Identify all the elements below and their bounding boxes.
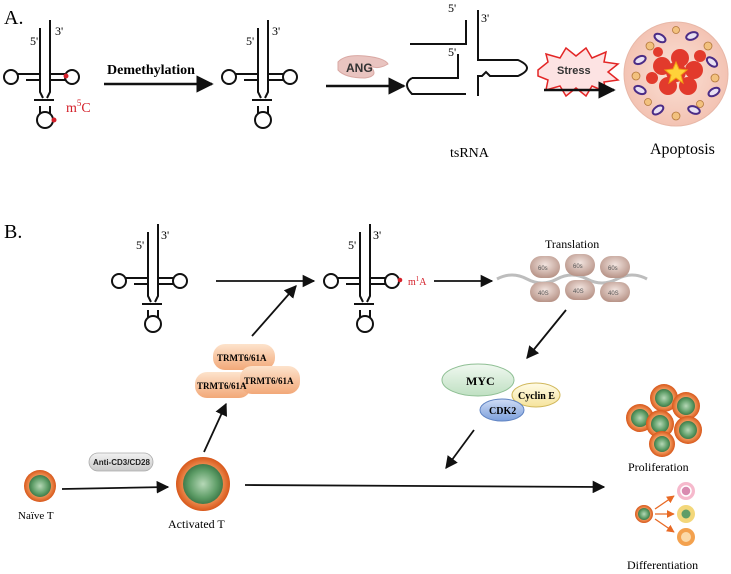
demethylation-label: Demethylation	[107, 63, 195, 78]
ribosome-2-top: 60s	[573, 264, 583, 270]
activation-outcome-arrow	[244, 480, 606, 494]
ribosome-1-top: 60s	[538, 266, 548, 272]
stress-burst: Stress	[537, 46, 620, 98]
tsrna-5prime-top: 5'	[448, 1, 456, 15]
trna-a2	[221, 19, 298, 129]
apoptosis-label: Apoptosis	[650, 141, 715, 158]
stimulation-arrow	[61, 480, 170, 494]
cyclin-label: Cyclin E	[518, 391, 555, 402]
apoptosis-cell	[623, 21, 729, 127]
ribosome-3: 60s 40S	[600, 256, 630, 302]
translation-to-myc-arrow	[526, 309, 567, 359]
ribosome-3-bottom: 40S	[608, 291, 619, 297]
trna-a2-5prime: 5'	[246, 34, 254, 48]
trna-b2-5prime: 5'	[348, 238, 356, 252]
proliferation-label: Proliferation	[628, 460, 689, 474]
tsrna-label: tsRNA	[450, 146, 490, 161]
trmt-complex: TRMT6/61A TRMT6/61A TRMT6/61A	[195, 344, 300, 398]
myc-label: MYC	[466, 374, 495, 388]
m5c-label: m5C	[66, 98, 91, 116]
trna-b1-3prime: 3'	[161, 228, 169, 242]
activated-t-cell	[176, 457, 230, 511]
m5c-mark	[63, 73, 69, 79]
trmt-label-1: TRMT6/61A	[217, 353, 267, 363]
differentiation-label: Differentiation	[627, 558, 698, 572]
activated-t-label: Activated T	[168, 517, 225, 531]
ribosome-3-top: 60s	[608, 266, 618, 272]
trna-b1	[111, 223, 188, 333]
stress-label: Stress	[557, 65, 591, 77]
trmt-label-2: TRMT6/61A	[197, 381, 247, 391]
cdk-to-proliferation-arrow	[445, 429, 475, 470]
trmt-to-trna-arrow	[251, 285, 297, 337]
differentiation-group	[635, 482, 695, 546]
panel-a-label: A.	[4, 7, 23, 29]
m5c-mark-2	[51, 117, 57, 123]
tsrna-fragments	[406, 10, 528, 96]
trna-b2-3prime: 3'	[373, 228, 381, 242]
trmt-label-3: TRMT6/61A	[244, 376, 294, 386]
translation-label: Translation	[545, 237, 599, 251]
ribosome-1: 60s 40S	[530, 256, 560, 302]
cdk-label: CDK2	[489, 406, 516, 417]
anti-cd3-label: Anti-CD3/CD28	[93, 458, 150, 467]
ang-label: ANG	[346, 61, 373, 75]
activated-to-trmt-arrow	[203, 402, 228, 453]
trna-a1-3prime: 3'	[55, 24, 63, 38]
trna-b1-5prime: 5'	[136, 238, 144, 252]
ang-enzyme: ANG	[337, 55, 389, 79]
ribosome-2: 60s 40S	[565, 254, 595, 300]
myc-node: MYC	[441, 363, 515, 397]
proliferation-cluster	[626, 384, 702, 457]
m1a-label: m1A	[408, 275, 427, 288]
tsrna-5prime-low: 5'	[448, 45, 456, 59]
naive-t-label: Naïve T	[18, 510, 54, 522]
cdk2-node: CDK2	[479, 398, 525, 422]
trna-a1	[3, 19, 80, 129]
anti-cd3-cd28-box: Anti-CD3/CD28	[88, 452, 154, 472]
tsrna-3prime: 3'	[481, 11, 489, 25]
trna-b2	[323, 223, 403, 333]
ribosome-2-bottom: 40S	[573, 289, 584, 295]
trna-a1-5prime: 5'	[30, 34, 38, 48]
naive-t-cell	[24, 470, 56, 502]
m1a-mark	[397, 277, 403, 283]
ribosome-1-bottom: 40S	[538, 291, 549, 297]
trna-a2-3prime: 3'	[272, 24, 280, 38]
cyclin-e-node: Cyclin E	[511, 382, 561, 408]
panel-b-label: B.	[4, 221, 22, 243]
